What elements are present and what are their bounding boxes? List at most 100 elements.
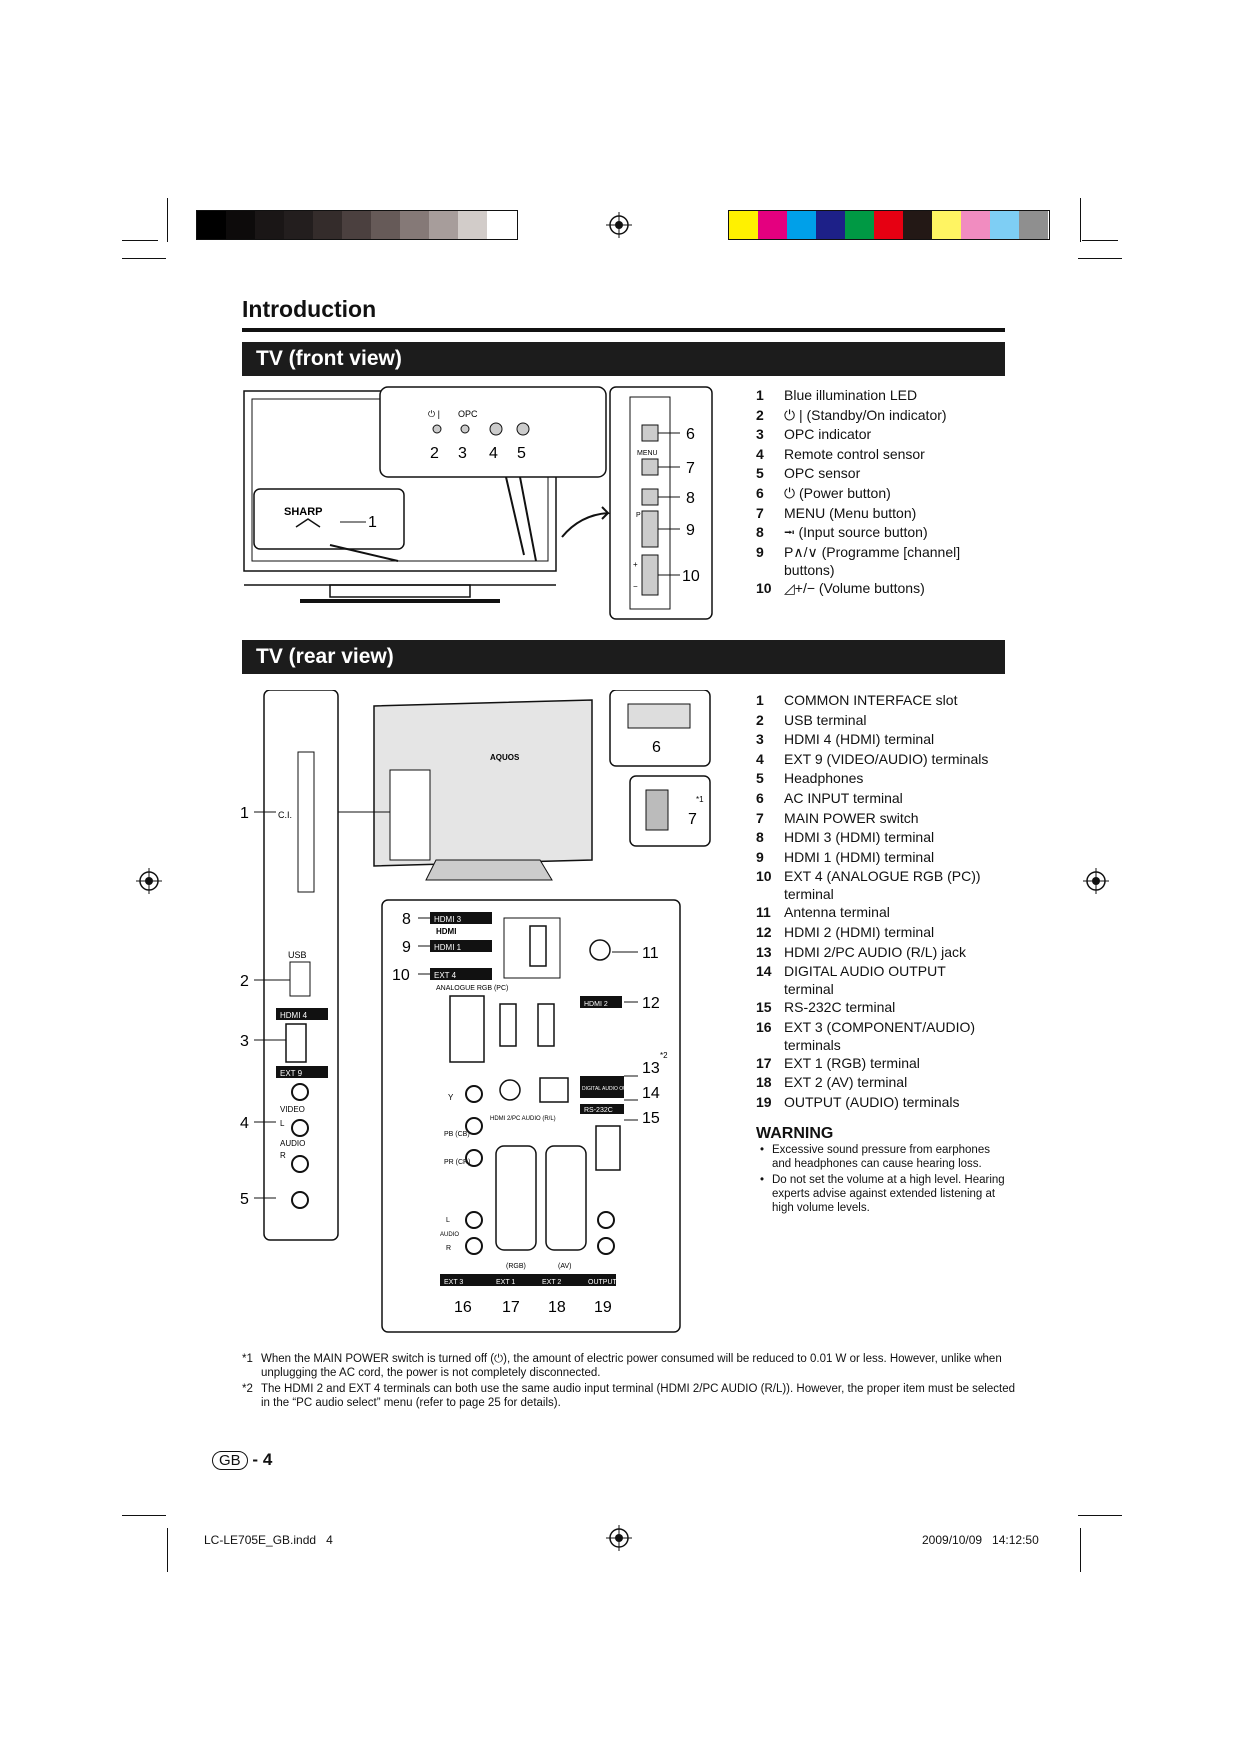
print-file: LC-LE705E_GB.indd 4 xyxy=(204,1533,333,1547)
registration-target-icon xyxy=(606,1525,632,1551)
switch-footnote-mark: *1 xyxy=(696,795,704,804)
rear-view-diagram: C.I. 1 USB 2 HDMI 4 3 EXT 9 VIDEO L AUDI… xyxy=(240,690,711,1333)
color-swatch xyxy=(729,211,758,239)
ext4-label: EXT 4 xyxy=(434,971,457,980)
gray-swatch xyxy=(342,211,371,239)
page-title: Introduction xyxy=(242,296,377,322)
front-callout-3: 3 xyxy=(458,445,467,462)
front-callout-4: 4 xyxy=(489,445,498,462)
color-swatch xyxy=(845,211,874,239)
legend-text: EXT 4 (ANALOGUE RGB (PC)) terminal xyxy=(784,868,981,903)
legend-text: ◿+/− (Volume buttons) xyxy=(784,579,925,596)
legend-number: 4 xyxy=(756,445,764,462)
rear-callout-2: 2 xyxy=(240,973,249,990)
rear-callout-8: 8 xyxy=(402,911,411,928)
legend-number: 2 xyxy=(756,406,764,423)
legend-text: Blue illumination LED xyxy=(784,387,918,403)
front-callout-8: 8 xyxy=(686,490,695,507)
legend-text: ⭲ (Input source button) xyxy=(784,524,928,541)
page-number-value: 4 xyxy=(262,1450,273,1469)
hdmi3-label: HDMI 3 xyxy=(434,915,462,924)
legend-number: 5 xyxy=(756,465,764,482)
legend-text: COMMON INTERFACE slot xyxy=(784,692,958,708)
color-bar xyxy=(728,210,1050,240)
front-callout-10: 10 xyxy=(682,568,700,585)
video-label: VIDEO xyxy=(280,1105,305,1114)
footnote2-mark: *2 xyxy=(660,1051,668,1060)
legend-number: 3 xyxy=(756,426,764,443)
legend-number: 1 xyxy=(756,692,764,708)
rear-callout-9: 9 xyxy=(402,939,411,956)
r-label: R xyxy=(280,1151,286,1160)
ext3-r-label: R xyxy=(446,1245,451,1252)
pr-label: PR (CR) xyxy=(444,1159,470,1166)
legend-text: ⏻ (Power button) xyxy=(784,485,891,501)
gray-swatch xyxy=(197,211,226,239)
pb-label: PB (CB) xyxy=(444,1131,470,1138)
color-swatch xyxy=(1019,211,1048,239)
sharp-logo: SHARP xyxy=(284,506,323,518)
legend-number: 9 xyxy=(756,848,764,865)
rear-callout-11: 11 xyxy=(642,945,659,962)
legend-text: MENU (Menu button) xyxy=(784,504,917,521)
gray-swatch xyxy=(255,211,284,239)
color-swatch xyxy=(961,211,990,239)
rear-callout-1: 1 xyxy=(240,805,249,822)
legend-number: 12 xyxy=(756,924,772,940)
legend-text: OPC indicator xyxy=(784,426,872,443)
front-callout-7: 7 xyxy=(686,460,695,477)
crop-mark xyxy=(1080,1528,1081,1572)
color-swatch xyxy=(903,211,932,239)
legend-text: EXT 1 (RGB) terminal xyxy=(784,1054,920,1071)
legend-number: 10 xyxy=(756,868,772,885)
page-number-sep: - xyxy=(252,1450,259,1469)
legend-text: HDMI 1 (HDMI) terminal xyxy=(784,848,935,865)
legend-number: 14 xyxy=(756,963,772,980)
color-swatch xyxy=(758,211,787,239)
legend-text: DIGITAL AUDIO OUTPUT terminal xyxy=(784,963,946,998)
front-callout-2: 2 xyxy=(430,445,439,462)
color-swatch xyxy=(932,211,961,239)
legend-text: HDMI 2 (HDMI) terminal xyxy=(784,924,935,940)
legend-text: Antenna terminal xyxy=(784,904,890,921)
registration-target-icon xyxy=(136,868,162,894)
analogue-rgb-label: ANALOGUE RGB (PC) xyxy=(436,985,508,992)
crop-mark xyxy=(167,1528,168,1572)
rs232c-label: RS-232C xyxy=(584,1107,613,1114)
legend-text: HDMI 3 (HDMI) terminal xyxy=(784,829,935,846)
crop-mark xyxy=(1080,198,1081,242)
rear-callout-16: 16 xyxy=(454,1299,472,1316)
legend-number: 8 xyxy=(756,524,764,541)
gray-swatch xyxy=(429,211,458,239)
legend-text: OUTPUT (AUDIO) terminals xyxy=(784,1094,960,1110)
legend-text: USB terminal xyxy=(784,711,867,728)
l-label: L xyxy=(280,1119,285,1128)
plus-label: + xyxy=(633,560,638,569)
rear-callout-5: 5 xyxy=(240,1191,249,1208)
front-callout-6: 6 xyxy=(686,426,695,443)
rear-callout-15: 15 xyxy=(642,1110,660,1127)
gray-swatch xyxy=(400,211,429,239)
legend-text: EXT 2 (AV) terminal xyxy=(784,1074,908,1091)
color-swatch xyxy=(874,211,903,239)
legend-text: OPC sensor xyxy=(784,465,861,482)
legend-number: 8 xyxy=(756,829,764,846)
gray-swatch xyxy=(371,211,400,239)
legend-number: 6 xyxy=(756,790,764,806)
legend-text: Headphones xyxy=(784,770,864,787)
legend-number: 16 xyxy=(756,1018,772,1035)
legend-text: RS-232C terminal xyxy=(784,999,896,1016)
legend-number: 17 xyxy=(756,1054,772,1071)
rear-callout-6: 6 xyxy=(652,739,661,756)
opc-label: OPC xyxy=(458,409,478,419)
color-swatch xyxy=(990,211,1019,239)
rgb-label: (RGB) xyxy=(506,1263,526,1270)
ext9-label: EXT 9 xyxy=(280,1069,303,1078)
registration-target-icon xyxy=(606,212,632,238)
rear-callout-4: 4 xyxy=(240,1115,249,1132)
warning-item: Excessive sound pressure from earphones … xyxy=(758,1143,1008,1171)
gray-swatch xyxy=(487,211,516,239)
hdmi2-label: HDMI 2 xyxy=(584,1001,608,1008)
ext3-audio-label: AUDIO xyxy=(440,1232,459,1238)
rear-callout-18: 18 xyxy=(548,1299,566,1316)
